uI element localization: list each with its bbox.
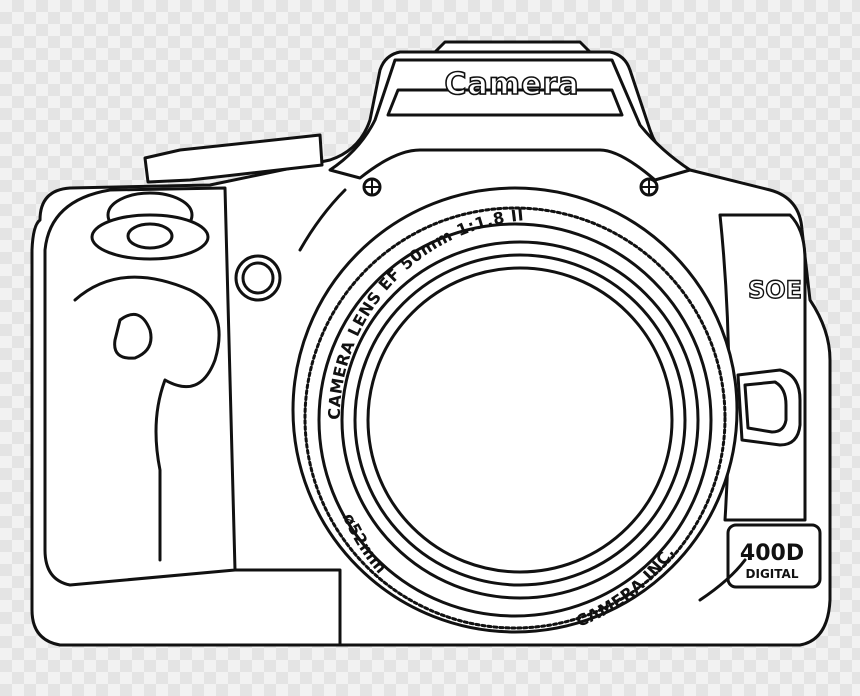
- screw-icon: [362, 177, 382, 197]
- brand-logo: Camera: [445, 67, 580, 102]
- front-glass: [366, 266, 674, 574]
- shutter-center: [126, 222, 174, 250]
- mount-index-line: [298, 188, 347, 252]
- grip-contour: [73, 275, 221, 562]
- lens-release-inner: [743, 380, 788, 434]
- badge-subtitle: DIGITAL: [746, 567, 799, 581]
- body-bottom-edge: [233, 568, 342, 647]
- function-button-inner: [241, 261, 275, 295]
- model-badge: [726, 523, 822, 589]
- hot-shoe: [433, 40, 592, 54]
- mode-dial-icon: [143, 133, 324, 184]
- prism-window: [386, 88, 624, 117]
- mount-index-line: [698, 558, 747, 602]
- screw-icon: [639, 177, 659, 197]
- badge-number: 400D: [740, 541, 804, 566]
- finger-knob: [113, 312, 153, 360]
- model-label: SOE: [748, 276, 802, 304]
